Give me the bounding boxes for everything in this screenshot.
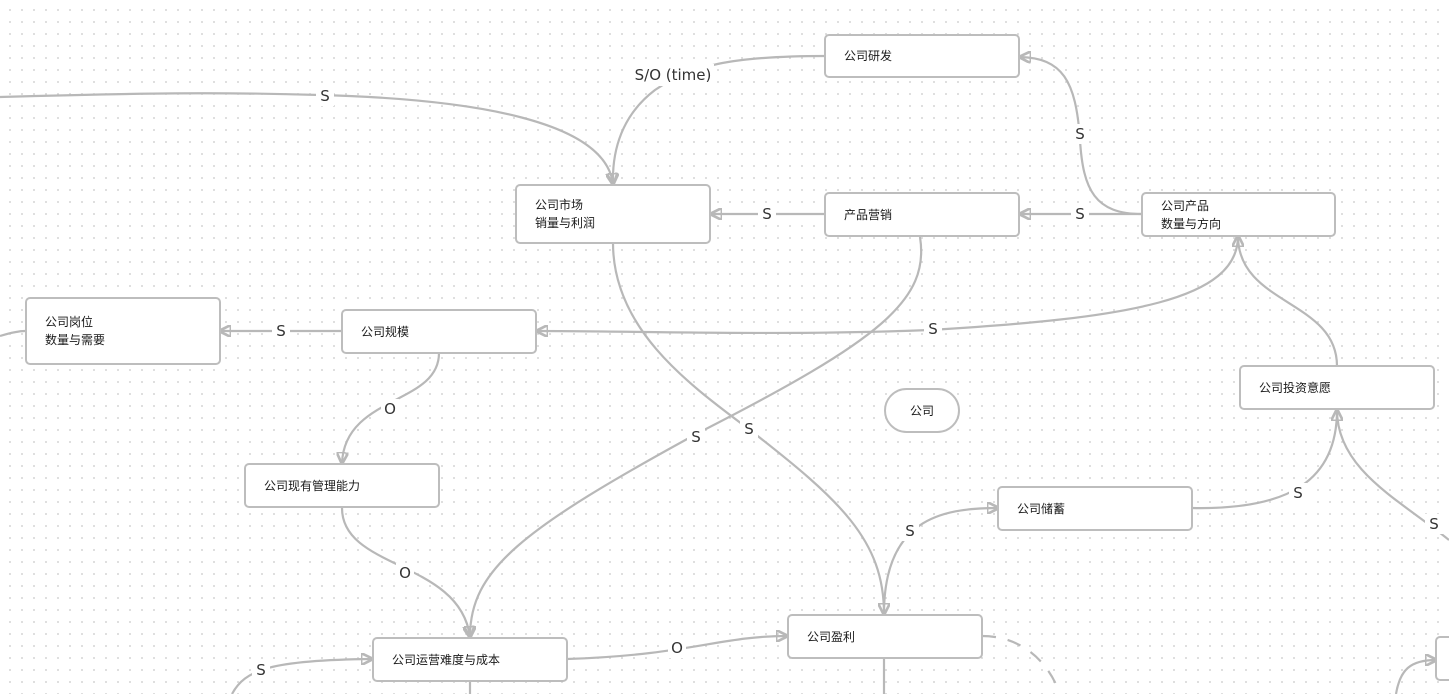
node-cost[interactable]: 公司运营难度与成本 — [372, 637, 568, 682]
node-market[interactable]: 公司市场 销量与利润 — [515, 184, 711, 244]
edge-label-market-to-profit: S — [740, 419, 758, 439]
node-profit[interactable]: 公司盈利 — [787, 614, 983, 659]
svg-text:S: S — [276, 322, 286, 340]
edge-label-cost-to-profit: O — [668, 638, 686, 658]
svg-text:S: S — [762, 205, 772, 223]
edge-offscreen-right[interactable] — [1394, 660, 1436, 694]
node-marketing-label: 产品营销 — [844, 207, 893, 222]
svg-text:S: S — [1075, 205, 1085, 223]
edge-label-incoming-top: S — [316, 86, 334, 106]
node-savings-label: 公司储蓄 — [1017, 501, 1066, 516]
svg-text:O: O — [384, 400, 396, 418]
svg-text:S: S — [1075, 125, 1085, 143]
edge-profit-dashed-out[interactable] — [981, 634, 1062, 694]
node-offscreen-right[interactable] — [1435, 636, 1449, 681]
node-company-group[interactable]: 公司 — [884, 388, 960, 433]
edge-label-scale-to-management: O — [381, 399, 399, 419]
node-positions-label-line2: 数量与需要 — [45, 333, 106, 347]
edge-incoming-top[interactable] — [0, 92, 613, 184]
edge-label-management-to-cost: O — [396, 563, 414, 583]
svg-text:S: S — [1429, 515, 1439, 533]
edge-savings-to-investment[interactable] — [1191, 410, 1337, 510]
node-scale-label: 公司规模 — [361, 324, 410, 339]
svg-text:S: S — [744, 420, 754, 438]
node-product[interactable]: 公司产品 数量与方向 — [1141, 192, 1336, 237]
edge-label-savings-to-investment: S — [1289, 483, 1307, 503]
edge-label-profit-to-savings: S — [901, 521, 919, 541]
edge-label-product-to-scale: S — [924, 319, 942, 339]
edge-cost-to-profit[interactable] — [566, 636, 787, 661]
svg-text:S: S — [928, 320, 938, 338]
node-investment[interactable]: 公司投资意愿 — [1239, 365, 1435, 410]
svg-text:S: S — [691, 428, 701, 446]
edge-label-product-to-marketing: S — [1071, 204, 1089, 224]
edge-label-product-to-rd: S — [1071, 124, 1089, 144]
node-company-group-label: 公司 — [909, 403, 934, 418]
edge-profit-to-savings[interactable] — [882, 508, 998, 615]
node-cost-label: 公司运营难度与成本 — [392, 652, 501, 667]
svg-text:O: O — [399, 564, 411, 582]
node-product-label-line2: 数量与方向 — [1161, 216, 1222, 231]
node-investment-label: 公司投资意愿 — [1259, 380, 1332, 395]
edge-investment-to-product[interactable] — [1238, 236, 1339, 367]
edge-positions-incoming — [0, 329, 26, 338]
edge-label-incoming-cost: S — [252, 660, 270, 680]
edge-label-so-time: S/O (time) — [632, 64, 714, 86]
edge-label-investment-out: S — [1425, 514, 1443, 534]
node-marketing[interactable]: 产品营销 — [824, 192, 1020, 237]
node-profit-label: 公司盈利 — [807, 629, 856, 644]
node-market-label-line1: 公司市场 — [535, 198, 584, 212]
svg-text:S/O (time): S/O (time) — [635, 66, 712, 84]
node-market-label-line2: 销量与利润 — [535, 216, 596, 230]
node-rd-label: 公司研发 — [844, 49, 893, 63]
edge-label-marketing-to-market: S — [758, 204, 776, 224]
svg-text:O: O — [671, 639, 683, 657]
edge-label-marketing-to-cost: S — [687, 427, 705, 447]
node-rd[interactable]: 公司研发 — [824, 34, 1020, 78]
edge-label-scale-to-positions: S — [272, 321, 290, 341]
svg-text:S: S — [905, 522, 915, 540]
node-management[interactable]: 公司现有管理能力 — [244, 463, 440, 508]
svg-text:S: S — [256, 661, 266, 679]
node-positions-label-line1: 公司岗位 — [45, 315, 94, 329]
node-scale[interactable]: 公司规模 — [341, 309, 537, 354]
node-savings[interactable]: 公司储蓄 — [997, 486, 1193, 531]
svg-text:S: S — [320, 87, 330, 105]
edge-rd-to-market[interactable] — [613, 54, 826, 184]
node-positions[interactable]: 公司岗位 数量与需要 — [25, 297, 221, 365]
node-management-label: 公司现有管理能力 — [264, 478, 361, 493]
node-product-label-line1: 公司产品 — [1161, 198, 1210, 213]
svg-text:S: S — [1293, 484, 1303, 502]
